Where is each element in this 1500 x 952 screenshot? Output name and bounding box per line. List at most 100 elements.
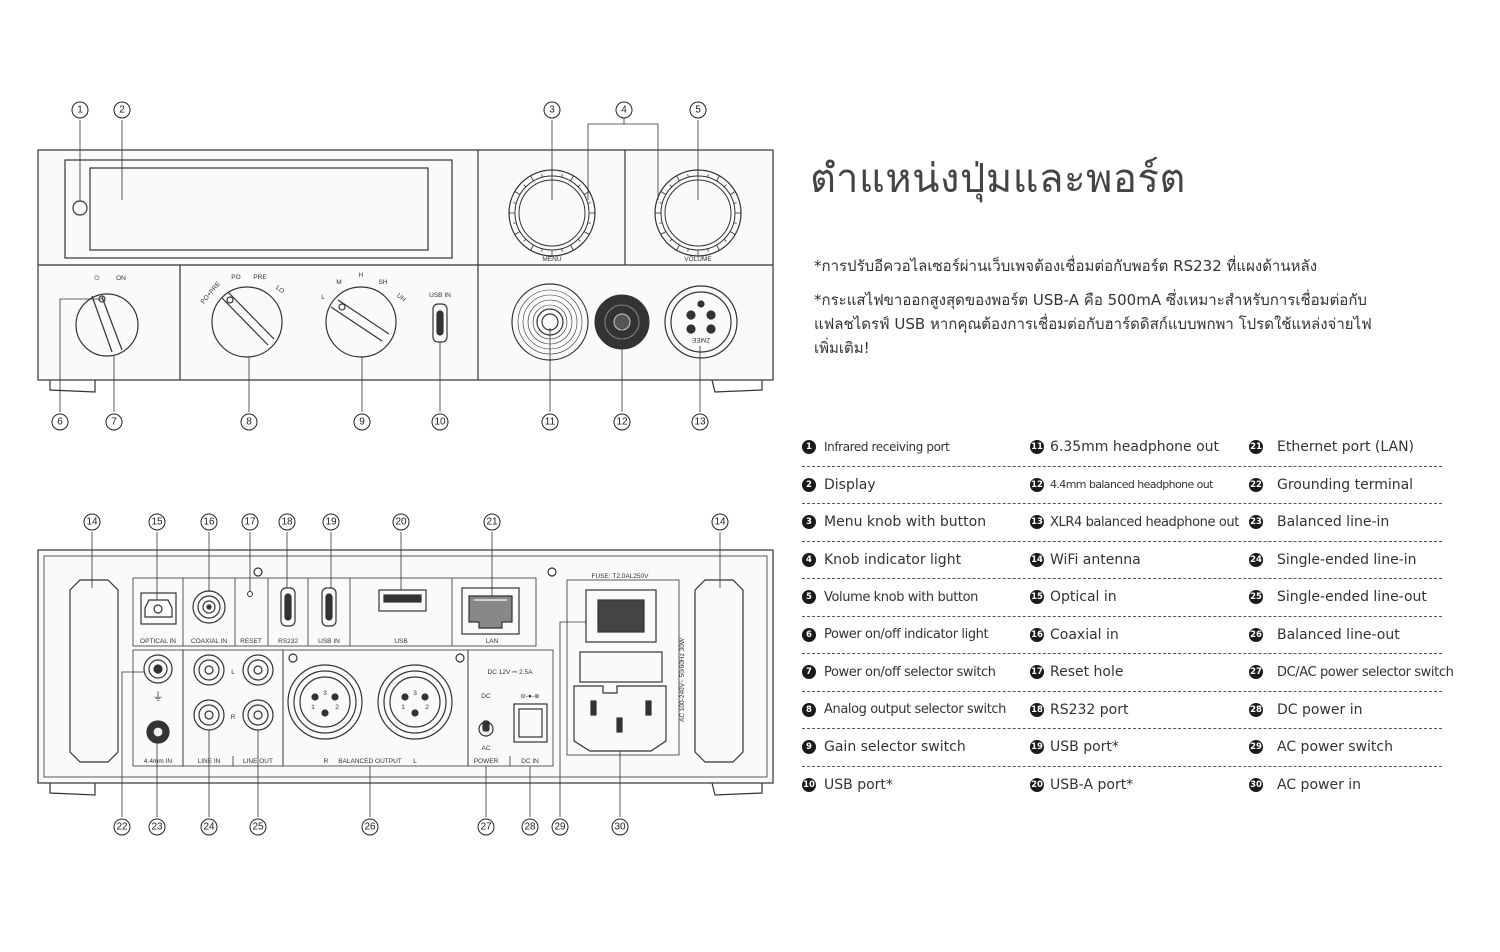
callout-number: 25 — [252, 822, 264, 833]
callout-number: 4 — [621, 105, 627, 116]
usb-a-port[interactable] — [378, 589, 427, 612]
gain-pos-sh: SH — [378, 279, 387, 286]
callout-circle — [431, 413, 449, 431]
legend-number: 24 — [1249, 552, 1263, 567]
callout-circle — [113, 818, 131, 836]
callout-circle — [278, 513, 296, 531]
legend-label: Coaxial in — [1050, 626, 1119, 643]
knob-tick — [733, 202, 737, 204]
knob-tick — [729, 231, 736, 235]
coaxial-in-port[interactable] — [192, 590, 226, 624]
legend-number: 12 — [1030, 477, 1044, 492]
display-bezel — [64, 159, 453, 259]
front-usb-port[interactable]: USB IN — [429, 292, 451, 343]
optical-in-port[interactable] — [140, 592, 177, 625]
legend-label: USB port* — [824, 777, 893, 794]
label-44-in: 4.4mm IN — [144, 758, 172, 765]
callout-number: 27 — [480, 822, 492, 833]
analog-pos-lo: LO — [274, 284, 285, 295]
legend-number: 10 — [802, 778, 816, 793]
front-usb-label: USB IN — [429, 292, 451, 299]
headphone-44-jack[interactable] — [594, 294, 650, 350]
ac-power-switch[interactable] — [585, 589, 657, 643]
gain-selector[interactable]: L M H SH UH — [321, 272, 407, 358]
callout-number: 26 — [364, 822, 376, 833]
callout-number: 24 — [203, 822, 215, 833]
callout-circle — [241, 513, 259, 531]
knob-tick — [561, 174, 563, 178]
power-selector-switch[interactable]: ⏻ ON — [75, 275, 139, 357]
xlr4-headphone-jack[interactable]: ZMEE — [664, 285, 738, 359]
knob-tick — [513, 202, 517, 204]
knob-tick — [541, 174, 543, 178]
knob-tick — [716, 175, 720, 182]
label-usb: USB — [394, 638, 407, 645]
legend-label: Balanced line-out — [1277, 626, 1400, 643]
callout-circle — [613, 413, 631, 431]
legend-number: 22 — [1249, 477, 1263, 492]
callout-number: 5 — [695, 105, 701, 116]
callout-number: 15 — [151, 517, 163, 528]
knob-tick — [669, 238, 673, 242]
ac-power-in[interactable] — [573, 651, 667, 752]
ac-label: AC — [481, 745, 490, 752]
display — [89, 167, 429, 251]
legend-label: DC power in — [1277, 701, 1363, 718]
knob-tick — [583, 231, 590, 235]
callout-number: 1 — [77, 105, 83, 116]
balanced-line-in-jack[interactable] — [146, 720, 170, 744]
callout-number: 2 — [119, 105, 125, 116]
xlr-r-pin2: 2 — [335, 704, 339, 711]
knob-tick — [530, 244, 534, 251]
xlr-r-pin3: 3 — [323, 690, 327, 697]
balanced-xlr-out-left[interactable] — [377, 664, 453, 740]
device-diagram: MENU VOLUME ⏻ ON PO+PRE PO PRE LO L M H — [37, 101, 774, 836]
legend-number: 2 — [802, 477, 816, 492]
knob-tick — [659, 202, 663, 204]
wifi-antenna-right — [694, 579, 744, 763]
label-rs232: RS232 — [278, 638, 298, 645]
label-coaxial-in: COAXIAL IN — [191, 638, 228, 645]
reset-hole[interactable] — [247, 591, 253, 597]
front-callout-lines — [59, 118, 701, 412]
legend-number: 19 — [1030, 740, 1044, 755]
grounding-terminal[interactable]: ⏚ — [143, 654, 173, 703]
rs232-port[interactable] — [280, 587, 296, 627]
knob-tick — [587, 202, 591, 204]
legend-number: 18 — [1030, 702, 1044, 717]
dc-ac-selector-switch[interactable] — [478, 720, 494, 737]
ground-symbol-icon: ⏚ — [153, 690, 164, 703]
callout-number: 30 — [614, 822, 626, 833]
legend-label: XLR4 balanced headphone out — [1050, 514, 1239, 530]
legend-number: 14 — [1030, 552, 1044, 567]
callout-number: 21 — [486, 517, 498, 528]
balanced-xlr-out-right[interactable] — [287, 664, 363, 740]
callout-circle — [477, 818, 495, 836]
legend-number: 30 — [1249, 778, 1263, 793]
dc-power-in[interactable] — [513, 703, 548, 743]
rear-callout-lines — [91, 532, 721, 817]
rear-usb-in-port[interactable] — [321, 587, 337, 627]
line-out-rca-jacks[interactable] — [242, 654, 274, 731]
legend-number: 20 — [1030, 778, 1044, 793]
callout-number: 18 — [281, 517, 293, 528]
callout-number: 29 — [554, 822, 566, 833]
callout-circle — [105, 413, 123, 431]
knob-tick — [707, 248, 709, 252]
callout-circle — [71, 101, 89, 119]
legend-label: Reset hole — [1050, 664, 1124, 681]
legend-item: 2 Display — [802, 477, 1030, 493]
lan-port[interactable] — [461, 587, 520, 635]
legend-label: Display — [824, 476, 876, 493]
callout-circle — [240, 413, 258, 431]
